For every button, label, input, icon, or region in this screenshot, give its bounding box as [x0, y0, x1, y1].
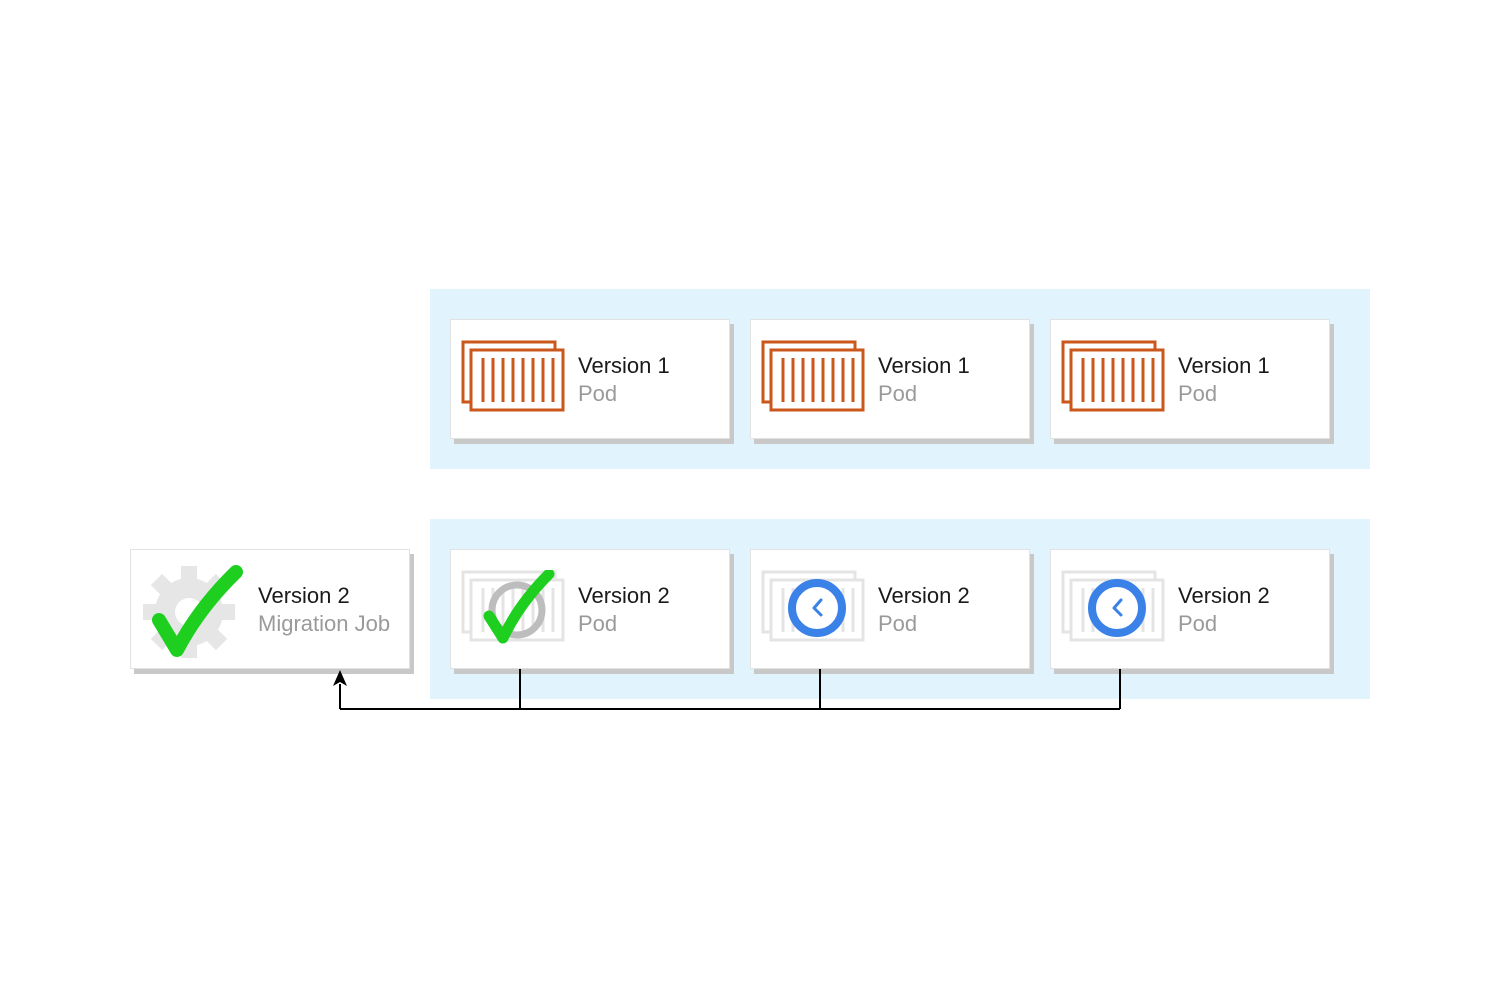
container-icon — [461, 340, 567, 414]
version2-pod-card[interactable]: Version 2 Pod — [450, 549, 730, 669]
pod-subtitle: Pod — [1178, 381, 1218, 406]
container-clock-icon — [761, 570, 867, 644]
pod-title: Version 2 — [578, 583, 670, 608]
arrow-head-icon — [333, 670, 347, 686]
container-clock-icon — [1061, 570, 1167, 644]
pod-title: Version 1 — [878, 353, 970, 378]
pod-subtitle: Pod — [1178, 611, 1218, 636]
version2-pod-card[interactable]: Version 2 Pod — [1050, 549, 1330, 669]
version1-pod-card[interactable]: Version 1 Pod — [1050, 319, 1330, 439]
version2-pod-card[interactable]: Version 2 Pod — [750, 549, 1030, 669]
job-title: Version 2 — [258, 583, 350, 608]
version1-pod-card[interactable]: Version 1 Pod — [450, 319, 730, 439]
pod-title: Version 1 — [1178, 353, 1270, 378]
pod-subtitle: Pod — [878, 381, 918, 406]
container-icon — [1061, 340, 1167, 414]
migration-job-card[interactable]: Version 2 Migration Job — [130, 549, 410, 669]
pod-subtitle: Pod — [578, 611, 618, 636]
pod-title: Version 2 — [1178, 583, 1270, 608]
version1-pod-card[interactable]: Version 1 Pod — [750, 319, 1030, 439]
container-icon — [761, 340, 867, 414]
pod-subtitle: Pod — [878, 611, 918, 636]
job-subtitle: Migration Job — [258, 611, 391, 636]
pod-subtitle: Pod — [578, 381, 618, 406]
gear-check-icon — [141, 565, 247, 658]
pod-title: Version 2 — [878, 583, 970, 608]
pod-title: Version 1 — [578, 353, 670, 378]
container-check-icon — [461, 570, 567, 644]
